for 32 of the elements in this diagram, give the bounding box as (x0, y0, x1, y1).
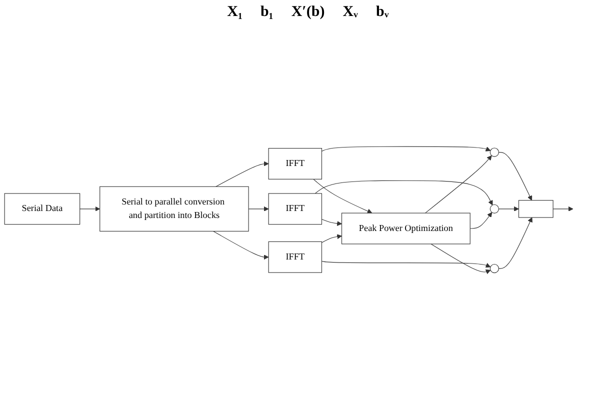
arrow (552, 206, 574, 212)
arrow (321, 146, 491, 152)
arrow (321, 219, 342, 226)
node-circle (490, 264, 500, 274)
arrow (216, 162, 269, 188)
arrow (424, 156, 492, 214)
arrow (321, 234, 342, 244)
signal-label: b₁ (260, 4, 274, 21)
node-box: IFFT (268, 193, 322, 225)
arrow (321, 261, 491, 268)
arrow (212, 231, 269, 260)
node-box: Peak Power Optimization (341, 213, 470, 245)
arrow (498, 218, 532, 270)
arrow (430, 244, 491, 274)
node-box: Serial Data (4, 193, 80, 225)
arrow (248, 206, 269, 212)
signal-label: X′(b) (291, 4, 325, 21)
signal-label: bᵥ (376, 4, 389, 21)
arrow (470, 212, 492, 230)
node-box: Serial to parallel conversion and partition into Blocks (100, 186, 249, 232)
arrow (314, 180, 493, 206)
node-box: IFFT (268, 148, 322, 180)
node-box: IFFT (268, 242, 322, 274)
signal-label: Xᵥ (342, 4, 358, 21)
node-box (518, 200, 554, 218)
signal-label: X₁ (227, 4, 242, 21)
node-circle (490, 148, 500, 158)
node-circle (490, 204, 500, 214)
arrow (313, 179, 372, 214)
arrow (498, 206, 519, 212)
arrow (498, 152, 532, 201)
arrow (80, 206, 100, 212)
